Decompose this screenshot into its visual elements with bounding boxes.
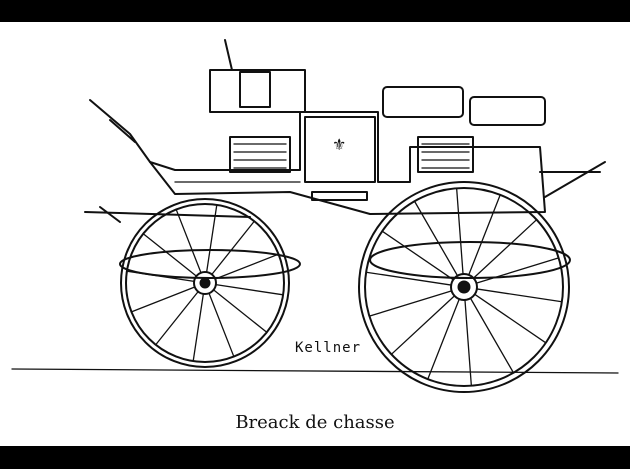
right-vent: [417, 136, 474, 173]
wheel-spoke: [205, 204, 218, 273]
wheel-spoke: [427, 298, 460, 380]
wheel-spoke: [192, 293, 205, 362]
wheel-spoke: [475, 257, 560, 284]
wheel-spoke: [468, 194, 501, 276]
wheel-spoke: [464, 299, 473, 387]
wheel-spoke: [381, 230, 454, 281]
left-vent: [229, 136, 291, 173]
rear-spring: [369, 241, 571, 279]
front-wheel: [120, 198, 290, 368]
ground-line: [11, 368, 619, 374]
box-seat: [209, 69, 306, 113]
wheel-spoke: [211, 220, 255, 276]
wheel-spoke: [155, 290, 199, 346]
dashboard: [89, 99, 151, 163]
lamp: [239, 71, 271, 108]
wheel-spoke: [214, 253, 280, 280]
door-panel: [304, 116, 376, 183]
wheel-spoke: [472, 219, 538, 279]
wheel-spoke: [476, 288, 563, 303]
rear-wheel: [358, 181, 570, 393]
wheel-spoke: [413, 200, 459, 277]
wheel-spoke: [175, 208, 202, 274]
wheel-spoke: [390, 295, 456, 355]
carriage-body: [149, 111, 546, 215]
wheel-spoke: [365, 271, 452, 286]
illustration-frame: ⚜ Kellner Breack de chasse: [0, 22, 630, 446]
wheel-spoke: [215, 283, 284, 296]
carriage-drawing: ⚜: [11, 39, 619, 393]
rear-seat-2: [469, 96, 546, 126]
wheel-spoke: [130, 286, 196, 313]
front-spring: [119, 249, 301, 279]
monogram: ⚜: [332, 135, 346, 154]
rear-seat-1: [382, 86, 464, 118]
wheel-spoke: [469, 297, 515, 374]
wheel-spoke: [455, 187, 464, 275]
wheel-spoke: [212, 289, 268, 333]
wheel-spoke: [142, 233, 198, 277]
wheel-spoke: [368, 290, 453, 317]
wheel-spoke: [474, 293, 547, 344]
artist-signature: Kellner: [295, 340, 362, 356]
caption: Breack de chasse: [235, 412, 395, 433]
step: [311, 191, 368, 201]
wheel-spoke: [208, 292, 235, 358]
